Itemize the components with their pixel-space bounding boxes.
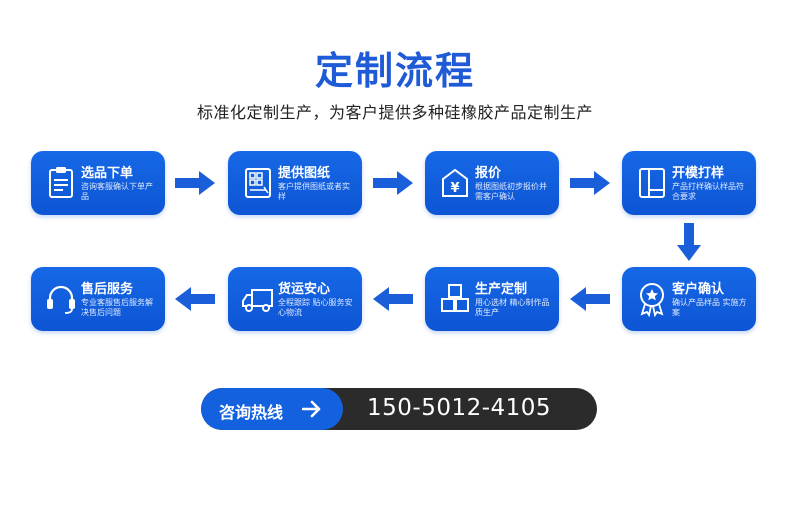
step-desc: 确认产品样品 实施方案 (672, 298, 747, 317)
step-title: 选品下单 (81, 166, 134, 181)
step-desc: 全程跟踪 贴心服务安心物流 (278, 298, 353, 317)
hotline-bar[interactable]: 咨询热线 150-5012-4105 (201, 388, 597, 430)
step-card-provide-drawings[interactable]: 提供图纸 客户提供图纸或者实样 (228, 151, 362, 215)
clipboard-icon (41, 163, 81, 203)
arrow-right-icon (175, 171, 215, 195)
hotline-label-pill: 咨询热线 (201, 388, 343, 430)
arrow-left-icon (570, 287, 610, 311)
step-desc: 专业客服售后服务解决售后问题 (81, 298, 153, 317)
boxes-icon (435, 279, 475, 319)
step-title: 报价 (475, 166, 502, 181)
hotline-label: 咨询热线 (219, 403, 284, 422)
step-card-production[interactable]: 生产定制 用心选材 精心制作品质生产 (425, 267, 559, 331)
mold-icon (632, 163, 672, 203)
step-card-after-sales[interactable]: 售后服务 专业客服售后服务解决售后问题 (31, 267, 165, 331)
hotline-number[interactable]: 150-5012-4105 (367, 395, 552, 421)
arrow-down-icon (677, 223, 701, 261)
step-title: 生产定制 (475, 282, 528, 297)
step-title: 售后服务 (81, 282, 134, 297)
arrow-right-icon (301, 400, 322, 422)
step-title: 提供图纸 (278, 166, 331, 181)
step-card-customer-confirm[interactable]: 客户确认 确认产品样品 实施方案 (622, 267, 756, 331)
arrow-right-icon (373, 171, 413, 195)
step-card-quote[interactable]: ¥ 报价 根据图纸初步报价并需客户确认 (425, 151, 559, 215)
truck-icon (238, 279, 278, 319)
price-icon: ¥ (435, 163, 475, 203)
drawing-icon (238, 163, 278, 203)
arrow-right-icon (570, 171, 610, 195)
step-card-shipping[interactable]: 货运安心 全程跟踪 贴心服务安心物流 (228, 267, 362, 331)
svg-text:¥: ¥ (450, 181, 459, 196)
step-desc: 用心选材 精心制作品质生产 (475, 298, 550, 317)
headset-icon (41, 279, 81, 319)
step-card-mold-sample[interactable]: 开模打样 产品打样确认样品符合要求 (622, 151, 756, 215)
step-desc: 客户提供图纸或者实样 (278, 182, 350, 201)
step-title: 客户确认 (672, 282, 725, 297)
arrow-left-icon (175, 287, 215, 311)
page-title: 定制流程 (314, 49, 475, 93)
step-desc: 咨询客服确认下单产品 (81, 182, 153, 201)
badge-icon (632, 279, 672, 319)
step-title: 开模打样 (672, 166, 725, 181)
step-title: 货运安心 (278, 282, 331, 297)
page-subtitle: 标准化定制生产，为客户提供多种硅橡胶产品定制生产 (196, 103, 593, 122)
arrow-left-icon (373, 287, 413, 311)
step-card-select-order[interactable]: 选品下单 咨询客服确认下单产品 (31, 151, 165, 215)
step-desc: 根据图纸初步报价并需客户确认 (475, 182, 547, 201)
step-desc: 产品打样确认样品符合要求 (672, 182, 744, 201)
